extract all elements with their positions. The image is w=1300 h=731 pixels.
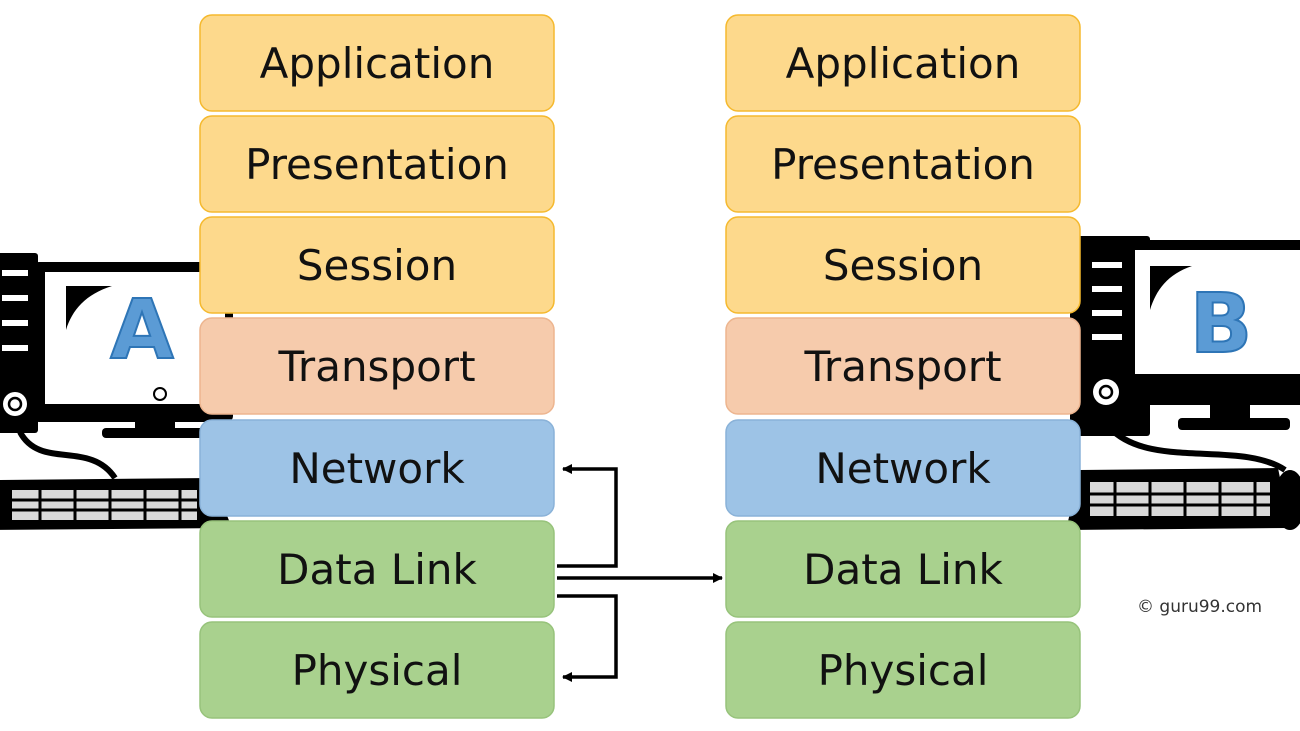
layer-box [199,14,555,112]
layer-data-link-a: Data Link [199,520,555,618]
layer-transport-b: Transport [725,317,1081,415]
layer-box [725,14,1081,112]
layer-box [725,520,1081,618]
layer-box [199,317,555,415]
arrow-down-to-physical [557,594,618,682]
computer-a-label: A [110,283,174,378]
layer-label: Session [823,241,983,290]
layer-session-a: Session [199,216,555,314]
layer-label: Physical [818,646,989,695]
layer-physical-a: Physical [199,621,555,719]
layer-presentation-b: Presentation [725,115,1081,213]
layer-label: Data Link [277,545,477,594]
layer-box [725,317,1081,415]
osi-stack-a: ApplicationPresentationSessionTransportN… [199,14,555,719]
osi-stack-b: ApplicationPresentationSessionTransportN… [725,14,1081,719]
layer-box [725,419,1081,517]
layer-box [725,115,1081,213]
layer-label: Network [289,444,465,493]
layer-box [199,115,555,213]
layer-application-b: Application [725,14,1081,112]
layer-presentation-a: Presentation [199,115,555,213]
layer-label: Application [260,39,495,88]
layer-box [725,621,1081,719]
layer-network-a: Network [199,419,555,517]
computer-b-label: B [1190,277,1253,372]
layer-transport-a: Transport [199,317,555,415]
layer-box [199,621,555,719]
layer-box [199,520,555,618]
layer-box [199,216,555,314]
layer-label: Transport [277,342,475,391]
layer-network-b: Network [725,419,1081,517]
layer-label: Presentation [771,140,1035,189]
layer-label: Network [815,444,991,493]
computer-a-icon: A [0,253,233,530]
layer-data-link-b: Data Link [725,520,1081,618]
data-flow-arrows [557,464,723,682]
layer-label: Physical [292,646,463,695]
layer-label: Transport [803,342,1001,391]
layer-application-a: Application [199,14,555,112]
layer-label: Application [786,39,1021,88]
layer-box [725,216,1081,314]
layer-label: Session [297,241,457,290]
layer-label: Data Link [803,545,1003,594]
computer-b-icon: B [1066,236,1300,530]
copyright-text: © guru99.com [1137,597,1263,617]
layer-box [199,419,555,517]
layer-physical-b: Physical [725,621,1081,719]
layer-session-b: Session [725,216,1081,314]
arrow-up-to-network [557,464,618,568]
layer-label: Presentation [245,140,509,189]
